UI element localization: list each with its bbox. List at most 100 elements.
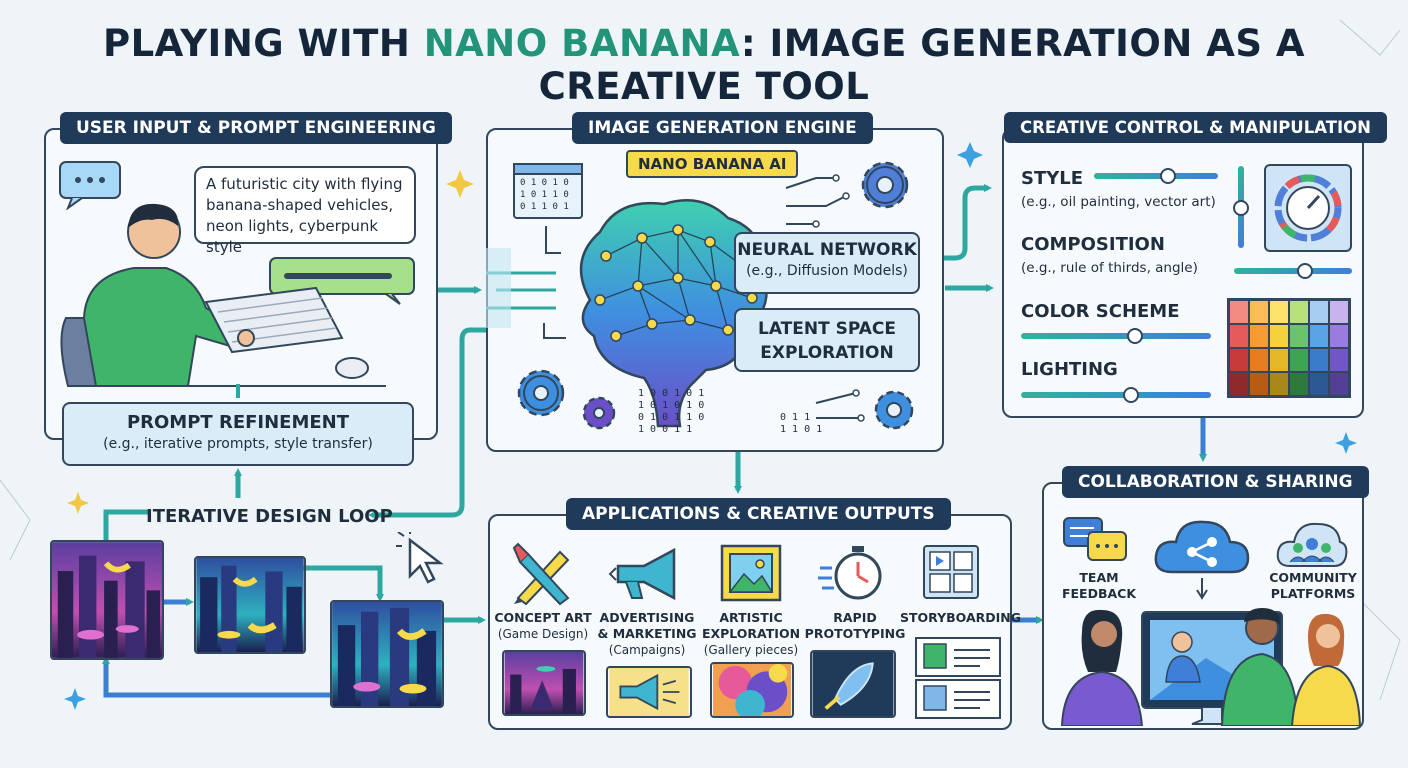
palette-swatch[interactable]: [1329, 372, 1349, 396]
palette-swatch[interactable]: [1329, 300, 1349, 324]
latent-line-1: LATENT SPACE: [757, 319, 896, 339]
palette-swatch[interactable]: [1329, 348, 1349, 372]
chat-bubble-icon: [59, 161, 121, 210]
neural-network-box: NEURAL NETWORK (e.g., Diffusion Models): [734, 232, 920, 294]
style-sub: (e.g., oil painting, vector art): [1021, 194, 1216, 210]
binary-mid-row: 1 0 0 1 0 1: [638, 388, 705, 399]
app-label-advertising: ADVERTISING & MARKETING (Campaigns): [592, 610, 702, 658]
composition-slider-track[interactable]: [1234, 268, 1352, 274]
app-title: CONCEPT ART: [494, 610, 592, 625]
app-sub: (Campaigns): [608, 643, 686, 657]
palette-swatch[interactable]: [1289, 300, 1309, 324]
style-slider-knob[interactable]: [1160, 168, 1177, 184]
community-icon: [1276, 522, 1348, 567]
palette-swatch[interactable]: [1229, 324, 1249, 348]
binary-right: 0 1 1 1 1 0 1: [780, 412, 822, 436]
green-chat-icon: [269, 257, 415, 305]
prompt-line-1: A futuristic city with flying: [206, 175, 403, 193]
team-line-2: FEEDBACK: [1061, 586, 1137, 601]
prompt-refinement-box: PROMPT REFINEMENT (e.g., iterative promp…: [62, 402, 414, 466]
engine-title: IMAGE GENERATION ENGINE: [572, 112, 873, 144]
loop-image-2: [194, 556, 306, 654]
palette-swatch[interactable]: [1329, 324, 1349, 348]
lighting-slider-knob[interactable]: [1123, 387, 1140, 403]
color-palette-grid[interactable]: [1227, 298, 1351, 398]
person-typing-icon: [60, 203, 386, 398]
pencil-brush-icon: [512, 542, 570, 606]
storyboard-icon: [923, 545, 979, 599]
palette-swatch[interactable]: [1269, 348, 1289, 372]
app-title-2: & MARKETING: [597, 626, 697, 641]
color-slider-track[interactable]: [1021, 333, 1211, 339]
composition-title: COMPOSITION: [1021, 234, 1165, 255]
team-feedback-label: TEAM FEEDBACK: [1044, 570, 1154, 602]
palette-swatch[interactable]: [1269, 324, 1289, 348]
stopwatch-icon: [818, 546, 882, 600]
title-part1: PLAYING WITH: [102, 22, 424, 65]
palette-swatch[interactable]: [1309, 372, 1329, 396]
palette-swatch[interactable]: [1249, 300, 1269, 324]
brain-icon: [579, 198, 768, 428]
neural-title: NEURAL NETWORK: [737, 240, 917, 260]
community-platforms-label: COMMUNITY PLATFORMS: [1258, 570, 1368, 602]
cursor-icon: [396, 532, 444, 584]
palette-swatch[interactable]: [1309, 324, 1329, 348]
app-title: STORYBOARDING: [900, 610, 1022, 625]
chat-icon: [1063, 517, 1127, 561]
prompt-line-2: banana-shaped vehicles,: [206, 196, 394, 214]
circuit-lines: [486, 174, 865, 422]
palette-swatch[interactable]: [1269, 372, 1289, 396]
palette-swatch[interactable]: [1249, 372, 1269, 396]
dial-icon: [1264, 164, 1352, 252]
composition-slider-knob[interactable]: [1296, 263, 1313, 279]
style-slider-track[interactable]: [1094, 173, 1218, 179]
picture-frame-icon: [720, 544, 782, 602]
app-title: ARTISTIC: [719, 610, 783, 625]
binary-window-icon: [513, 163, 583, 219]
team-line-1: TEAM: [1079, 570, 1119, 585]
loop-image-3: [330, 600, 444, 708]
palette-swatch[interactable]: [1249, 348, 1269, 372]
people-icon: [1060, 608, 1362, 726]
binary-mid-row: 0 1 0 1 1 0: [638, 412, 705, 423]
iterative-loop-title: ITERATIVE DESIGN LOOP: [146, 506, 393, 527]
app-title: RAPID: [833, 610, 877, 625]
palette-swatch[interactable]: [1289, 372, 1309, 396]
community-line-2: PLATFORMS: [1270, 586, 1356, 601]
lighting-slider-track[interactable]: [1021, 392, 1211, 398]
creative-control-title: CREATIVE CONTROL & MANIPULATION: [1004, 112, 1387, 143]
app-sub: (Gallery pieces): [703, 643, 799, 657]
palette-swatch[interactable]: [1229, 372, 1249, 396]
lighting-title: LIGHTING: [1021, 359, 1118, 380]
app-title-2: PROTOTYPING: [804, 626, 906, 641]
binary-mid-row: 1 0 0 1 1: [638, 424, 693, 435]
gear-icon: [874, 390, 914, 430]
neural-sub: (e.g., Diffusion Models): [746, 263, 908, 279]
loop-image-1: [50, 540, 164, 660]
composition-sub: (e.g., rule of thirds, angle): [1021, 260, 1198, 276]
app-title: ADVERTISING: [599, 610, 695, 625]
page-title: PLAYING WITH NANO BANANA: IMAGE GENERATI…: [0, 22, 1408, 108]
title-part2: : IMAGE GENERATION AS A CREATIVE TOOL: [538, 22, 1306, 108]
binary-top-row: 1 0 1 1 0: [520, 190, 569, 200]
gear-icon: [582, 396, 616, 430]
palette-swatch[interactable]: [1229, 348, 1249, 372]
palette-swatch[interactable]: [1289, 348, 1309, 372]
palette-swatch[interactable]: [1269, 300, 1289, 324]
palette-swatch[interactable]: [1229, 300, 1249, 324]
color-scheme-title: COLOR SCHEME: [1021, 301, 1180, 322]
palette-swatch[interactable]: [1309, 300, 1329, 324]
cloud-share-icon: [1154, 520, 1250, 600]
palette-swatch[interactable]: [1309, 348, 1329, 372]
palette-swatch[interactable]: [1289, 324, 1309, 348]
binary-mid-row: 1 0 1 0 1 0: [638, 400, 705, 411]
binary-top-row: 0 1 1 0 1: [520, 202, 569, 212]
palette-swatch[interactable]: [1249, 324, 1269, 348]
color-slider-knob[interactable]: [1127, 328, 1143, 344]
app-label-artistic: ARTISTIC EXPLORATION (Gallery pieces): [696, 610, 806, 658]
prompt-line-3: neon lights, cyberpunk style: [206, 217, 379, 256]
vertical-slider-knob[interactable]: [1233, 200, 1249, 216]
applications-title: APPLICATIONS & CREATIVE OUTPUTS: [566, 498, 951, 530]
advertising-thumb: [606, 666, 692, 718]
storyboard-thumb: [915, 637, 1001, 719]
